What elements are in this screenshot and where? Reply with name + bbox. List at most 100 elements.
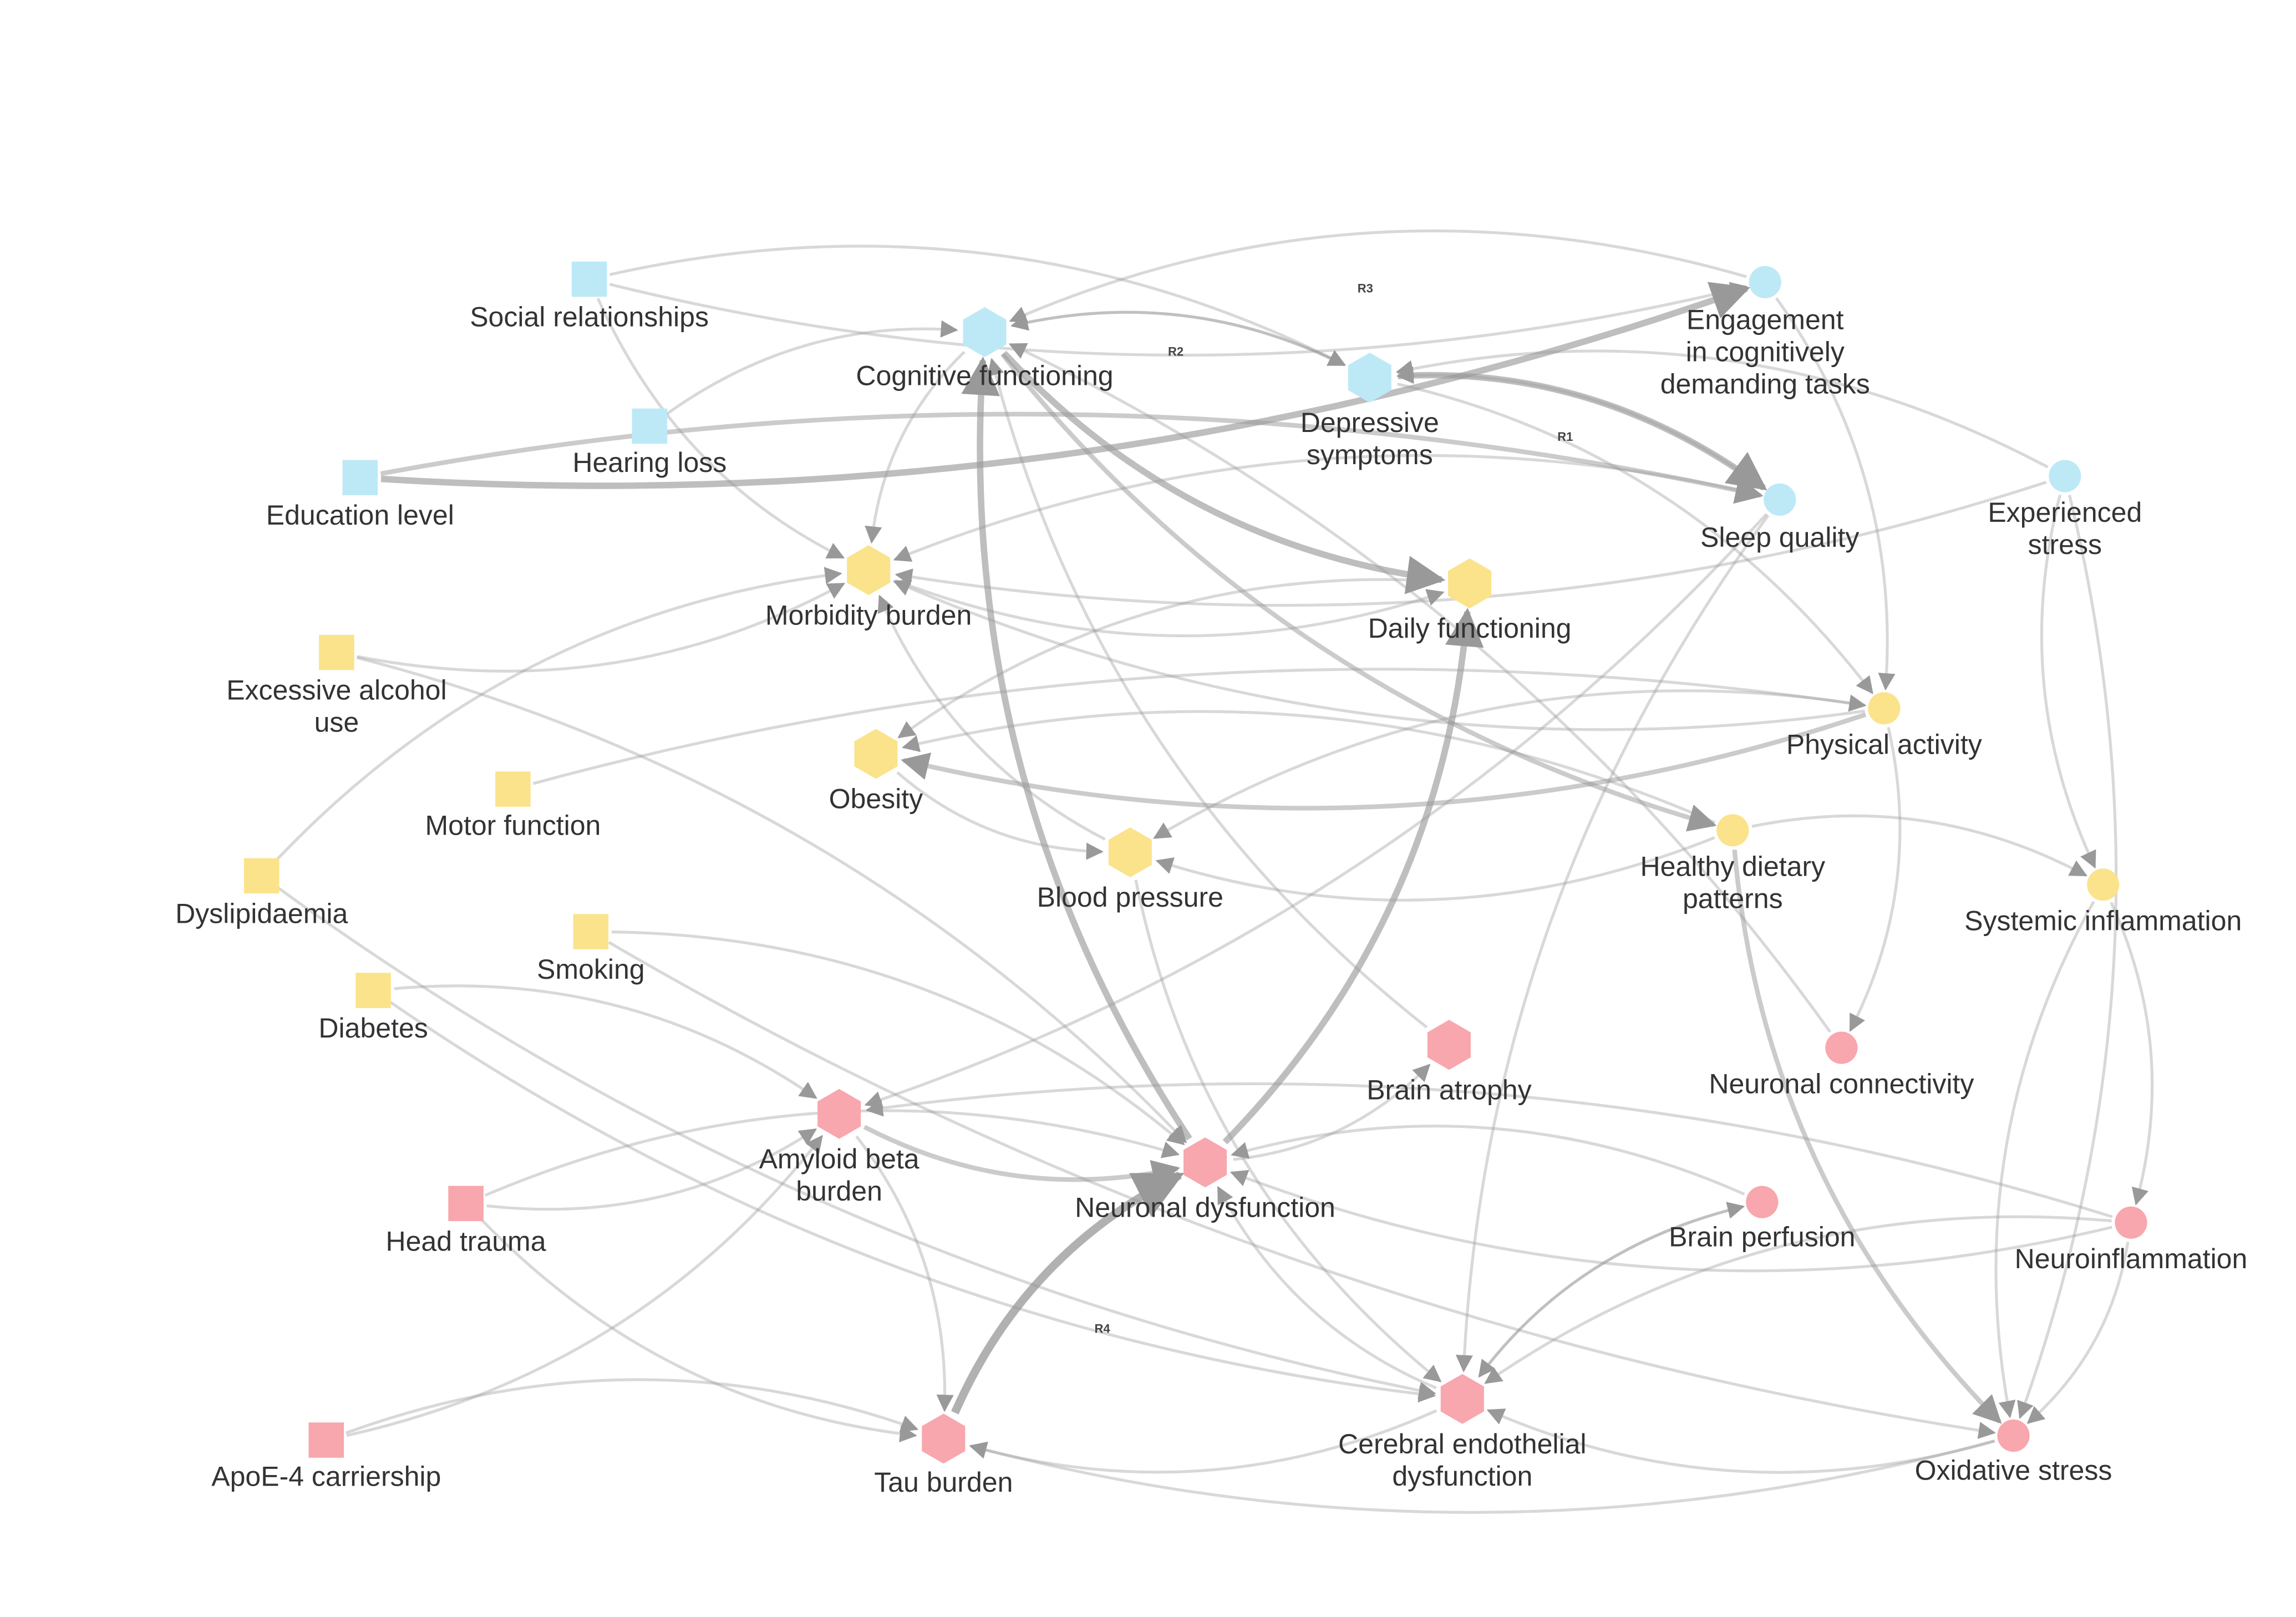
node-shape-circle [2049, 460, 2081, 492]
node-tau[interactable]: Tau burden [874, 1413, 1013, 1498]
node-label: Cerebral endothelial [1338, 1428, 1587, 1460]
node-shape-square [308, 1422, 344, 1458]
edge-education-to-engagement [380, 282, 1751, 489]
node-connect[interactable]: Neuronal connectivity [1709, 1031, 1974, 1100]
node-shape-circle [2087, 868, 2120, 901]
edge-diet-to-bp [1155, 836, 1715, 902]
node-shape-hexagon [854, 729, 898, 779]
edge-neurdys-to-cognitive [961, 356, 1192, 1141]
edge-neuroinfl-to-neurdys [1230, 1169, 2112, 1273]
edge-neurdys-to-atrophy [1233, 1064, 1431, 1161]
edge-diabetes-to-cerebral [389, 1001, 1436, 1403]
edge-bp-to-morbidity [877, 594, 1106, 841]
edge-physical-to-morbidity [893, 579, 1865, 731]
node-dyslip[interactable]: Dyslipidaemia [175, 858, 348, 929]
edge-neuroinfl-to-amyloid [865, 1082, 2113, 1218]
edge-obesity-to-bp [896, 771, 1104, 860]
node-label: Education level [266, 500, 454, 531]
node-label: Daily functioning [1368, 613, 1572, 644]
edge-sleep-to-morbidity [893, 454, 1761, 562]
edge-amyloid-to-neurdys [863, 1125, 1181, 1188]
node-label: Systemic inflammation [1964, 906, 2242, 937]
node-shape-circle [1868, 692, 1901, 725]
edge-sleep-to-amyloid [864, 513, 1768, 1108]
node-label: stress [2028, 529, 2102, 560]
node-neurdys[interactable]: Neuronal dysfunction [1075, 1137, 1335, 1223]
node-label: Smoking [537, 954, 645, 985]
node-headtrauma[interactable]: Head trauma [385, 1186, 546, 1257]
node-smoking[interactable]: Smoking [537, 914, 645, 985]
edge-dyslip-to-morbidity [275, 567, 842, 862]
node-label: ApoE-4 carriership [211, 1461, 441, 1492]
edge-tau-to-neurdys [951, 1171, 1185, 1415]
node-shape-hexagon [1427, 1020, 1471, 1070]
edge-hearing-to-cognitive [666, 320, 958, 415]
node-label: Engagement [1687, 304, 1844, 335]
node-sysinfl[interactable]: Systemic inflammation [1964, 868, 2242, 937]
node-shape-square [573, 914, 609, 949]
edge-cerebral-to-perfusion [1478, 1202, 1745, 1377]
edge-diet-to-oxidative [1732, 849, 2002, 1424]
edge-cognitive-to-morbidity [865, 350, 966, 544]
node-label: Healthy dietary [1640, 851, 1826, 882]
edge-apoe-to-amyloid [346, 1135, 823, 1437]
node-daily[interactable]: Daily functioning [1368, 558, 1572, 644]
edge-atrophy-to-cognitive [987, 358, 1428, 1029]
node-shape-square [632, 408, 668, 444]
edge-sysinfl-to-oxidative [1994, 901, 2095, 1418]
edge-cerebral-to-neurdys [1217, 1186, 1437, 1390]
edge-cerebral-to-tau [969, 1409, 1437, 1474]
node-obesity[interactable]: Obesity [829, 729, 923, 815]
node-hearing[interactable]: Hearing loss [572, 408, 727, 478]
node-apoe[interactable]: ApoE-4 carriership [211, 1422, 441, 1492]
edge-neuroinfl-to-oxidative [2026, 1242, 2130, 1424]
node-shape-square [495, 771, 531, 807]
node-education[interactable]: Education level [266, 460, 454, 531]
node-physical[interactable]: Physical activity [1786, 692, 1982, 760]
edge-social-to-morbidity [596, 297, 845, 559]
edge-physical-to-obesity [901, 712, 1867, 811]
node-atrophy[interactable]: Brain atrophy [1367, 1020, 1532, 1105]
edge-daily-to-obesity [897, 578, 1442, 739]
node-shape-circle [1997, 1419, 2030, 1452]
edge-motor-to-physical [532, 668, 1867, 785]
edge-connect-to-cognitive [1008, 343, 1832, 1033]
node-label: in cognitively [1686, 337, 1845, 368]
node-neuroinfl[interactable]: Neuroinflammation [2015, 1206, 2248, 1274]
node-label: Neuronal dysfunction [1075, 1192, 1335, 1223]
edge-engagement-to-cognitive [1009, 229, 1747, 323]
node-oxidative[interactable]: Oxidative stress [1915, 1419, 2112, 1486]
edge-headtrauma-to-tau [479, 1217, 917, 1442]
node-sleep[interactable]: Sleep quality [1700, 483, 1859, 553]
node-social[interactable]: Social relationships [470, 261, 709, 333]
node-cognitive[interactable]: Cognitive functioning [856, 307, 1114, 391]
edge-morbidity-to-daily [894, 579, 1445, 638]
node-bp[interactable]: Blood pressure [1037, 827, 1223, 913]
node-perfusion[interactable]: Brain perfusion [1669, 1186, 1855, 1253]
node-label: Physical activity [1786, 729, 1982, 760]
node-shape-circle [1716, 814, 1749, 847]
node-shape-hexagon [1448, 558, 1491, 609]
edge-diet-to-obesity [902, 710, 1716, 824]
node-motor[interactable]: Motor function [425, 771, 601, 841]
node-shape-circle [1764, 483, 1796, 516]
node-shape-hexagon [963, 307, 1007, 357]
edge-apoe-to-tau [345, 1378, 919, 1435]
edge-perfusion-to-neurdys [1231, 1125, 1745, 1196]
loop-label-r2: R2 [1168, 344, 1183, 358]
node-morbidity[interactable]: Morbidity burden [765, 545, 972, 630]
node-label: Tau burden [874, 1467, 1013, 1498]
loop-label-r3: R3 [1358, 281, 1373, 295]
node-shape-hexagon [1108, 827, 1152, 877]
node-label: Experienced [1988, 497, 2142, 528]
edge-sysinfl-to-neuroinfl [2110, 902, 2154, 1206]
node-diabetes[interactable]: Diabetes [318, 973, 428, 1044]
